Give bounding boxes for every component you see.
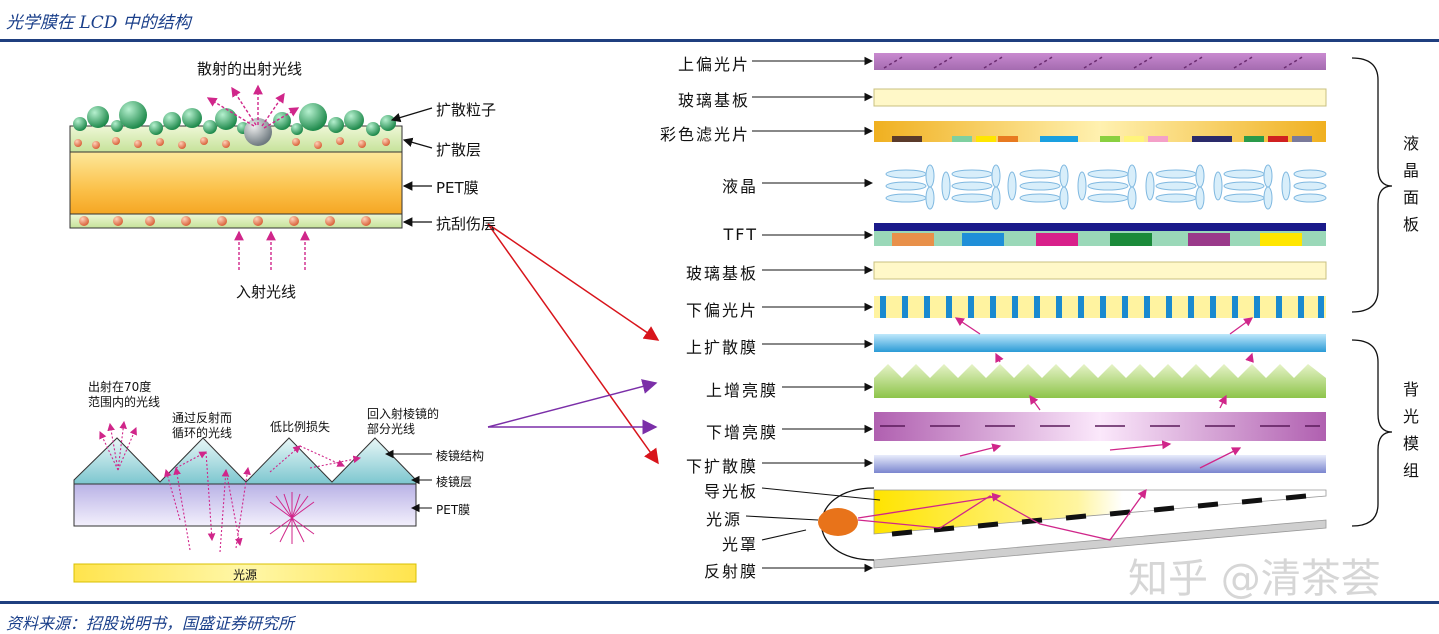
backlight-leaders: [745, 487, 881, 541]
layer-label-tft: TFT: [723, 225, 758, 244]
diffusion-beads: [74, 137, 390, 226]
pet-film-label: PET膜: [436, 179, 479, 197]
incident-light-label: 入射光线: [236, 283, 297, 301]
prism-label-recycle: 通过反射而循环的光线: [172, 411, 233, 440]
layer-label-upper-bef: 上增亮膜: [705, 381, 778, 400]
watermark: 知乎 @清茶荟: [1128, 556, 1381, 602]
scattered-rays: [206, 84, 300, 129]
upper-polarizer: [874, 53, 1326, 70]
layer-label-light-source: 光源: [705, 510, 742, 529]
liquid-crystal: [885, 164, 1327, 210]
layer-label-lower-bef: 下增亮膜: [705, 423, 778, 442]
glass-substrate-bottom: [873, 261, 1327, 280]
layer-label-lower-polarizer: 下偏光片: [685, 301, 758, 320]
prism-source-label: 光源: [233, 568, 258, 582]
prism-label-return: 回入射棱镜的部分光线: [367, 407, 440, 436]
panel-brace: [1351, 57, 1393, 313]
pet-layer: [69, 151, 403, 215]
lower-diffuser-film: [874, 455, 1326, 473]
bottom-rule: [0, 601, 1439, 604]
backlight-rays: [857, 317, 1254, 541]
top-rule: [0, 39, 1439, 42]
prism-film-figure: [73, 420, 432, 583]
upper-brightness-film: [874, 364, 1326, 398]
diffuser-layer: [69, 125, 403, 153]
backlight-brace: [1351, 339, 1393, 527]
layer-label-color-filter: 彩色滤光片: [659, 125, 750, 144]
scattered-light-label: 散射的出射光线: [197, 60, 303, 78]
diffusion-layer-label: 扩散层: [436, 141, 482, 159]
layer-label-reflector: 反射膜: [703, 562, 758, 581]
layer-label-glass-top: 玻璃基板: [677, 91, 750, 110]
layer-label-liquid-crystal: 液晶: [721, 177, 758, 196]
prism-structure-label: 棱镜结构: [436, 449, 485, 463]
diffusion-particles: [73, 101, 396, 146]
prism-light-source: [73, 563, 417, 583]
diffuser-leaders: [390, 107, 433, 227]
panel-group-label: 液晶面板: [1402, 134, 1419, 234]
prism-label-output: 出射在70度范围内的光线: [88, 380, 161, 409]
glass-substrate-top: [873, 88, 1327, 107]
reflector-film: [873, 519, 1327, 569]
prism-source-burst: [269, 492, 315, 544]
diffuser-film-figure: [69, 84, 433, 270]
lgp-dots: [891, 493, 1307, 537]
layer-label-lamp-cover: 光罩: [721, 535, 758, 554]
prism-pet-layer: [73, 483, 417, 527]
tft-cells: [892, 233, 1302, 246]
lcd-stack: [745, 53, 1393, 573]
source-note: 资料来源：招股说明书，国盛证券研究所: [6, 614, 295, 633]
layer-label-upper-polarizer: 上偏光片: [677, 55, 750, 74]
color-filter-cells: [892, 136, 1312, 142]
prism-rays: [99, 420, 362, 553]
prism-label-loss: 低比例损失: [270, 420, 331, 434]
backlight-group-label: 背光模组: [1402, 380, 1419, 480]
layer-label-lower-diffuser: 下扩散膜: [685, 457, 758, 476]
layer-leaders: [752, 56, 874, 573]
light-source-lamp: [818, 508, 858, 536]
prism-leaders: [384, 449, 432, 513]
prism-pet-label: PET膜: [436, 503, 471, 517]
incident-rays: [234, 230, 310, 270]
layer-label-glass-bottom: 玻璃基板: [685, 264, 758, 283]
upper-diffuser-film: [874, 334, 1326, 352]
anti-scratch-label: 抗刮伤层: [436, 215, 497, 233]
layer-label-upper-diffuser: 上扩散膜: [685, 338, 758, 357]
prism-structure: [73, 437, 417, 485]
prism-layer-label: 棱镜层: [436, 475, 473, 489]
layer-label-light-guide: 导光板: [703, 482, 758, 501]
connector-arrows: [487, 223, 660, 465]
figure-title: 光学膜在 LCD 中的结构: [6, 13, 191, 33]
diffusion-particle-label: 扩散粒子: [436, 101, 497, 119]
